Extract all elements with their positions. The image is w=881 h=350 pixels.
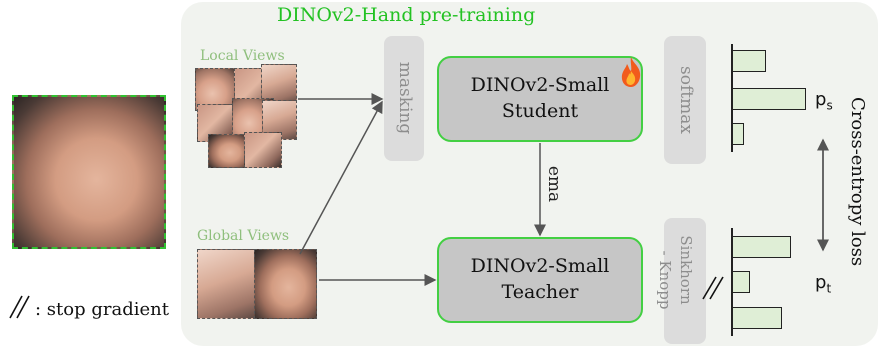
local-view-crop bbox=[244, 132, 282, 168]
diagram-title: DINOv2-Hand pre-training bbox=[277, 4, 536, 26]
student-hist-bar bbox=[732, 88, 806, 110]
stop-gradient-label: : stop gradient bbox=[35, 299, 169, 320]
student-model: DINOv2-Small Student bbox=[437, 56, 643, 142]
teacher-hist-axis bbox=[731, 228, 733, 336]
fire-icon bbox=[621, 57, 641, 87]
input-image bbox=[12, 95, 166, 249]
student-hist-bar bbox=[732, 50, 766, 72]
stop-gradient-icon bbox=[9, 295, 30, 319]
sinkhorn-knopp-box bbox=[664, 218, 706, 344]
teacher-prob-label: pt bbox=[815, 272, 832, 296]
masking-box bbox=[384, 36, 424, 161]
student-name: DINOv2-Small bbox=[470, 74, 610, 97]
softmax-box bbox=[664, 36, 706, 164]
global-view-crop bbox=[197, 249, 256, 319]
student-hist-bar bbox=[732, 123, 744, 145]
local-views-label: Local Views bbox=[200, 48, 285, 64]
stop-gradient-marker-icon bbox=[702, 276, 724, 300]
global-views-label: Global Views bbox=[197, 228, 290, 244]
student-hist-axis bbox=[731, 44, 733, 152]
local-view-crop bbox=[208, 134, 248, 168]
student-role: Student bbox=[501, 100, 579, 122]
teacher-model: DINOv2-Small Teacher bbox=[437, 237, 643, 323]
global-view-crop bbox=[254, 249, 317, 319]
local-view-crop bbox=[261, 64, 297, 104]
teacher-hist-bar bbox=[732, 236, 791, 258]
teacher-role: Teacher bbox=[501, 281, 579, 303]
teacher-hist-bar bbox=[732, 307, 782, 329]
teacher-hist-bar bbox=[732, 271, 750, 293]
student-prob-label: ps bbox=[815, 89, 833, 113]
teacher-name: DINOv2-Small bbox=[470, 255, 610, 278]
